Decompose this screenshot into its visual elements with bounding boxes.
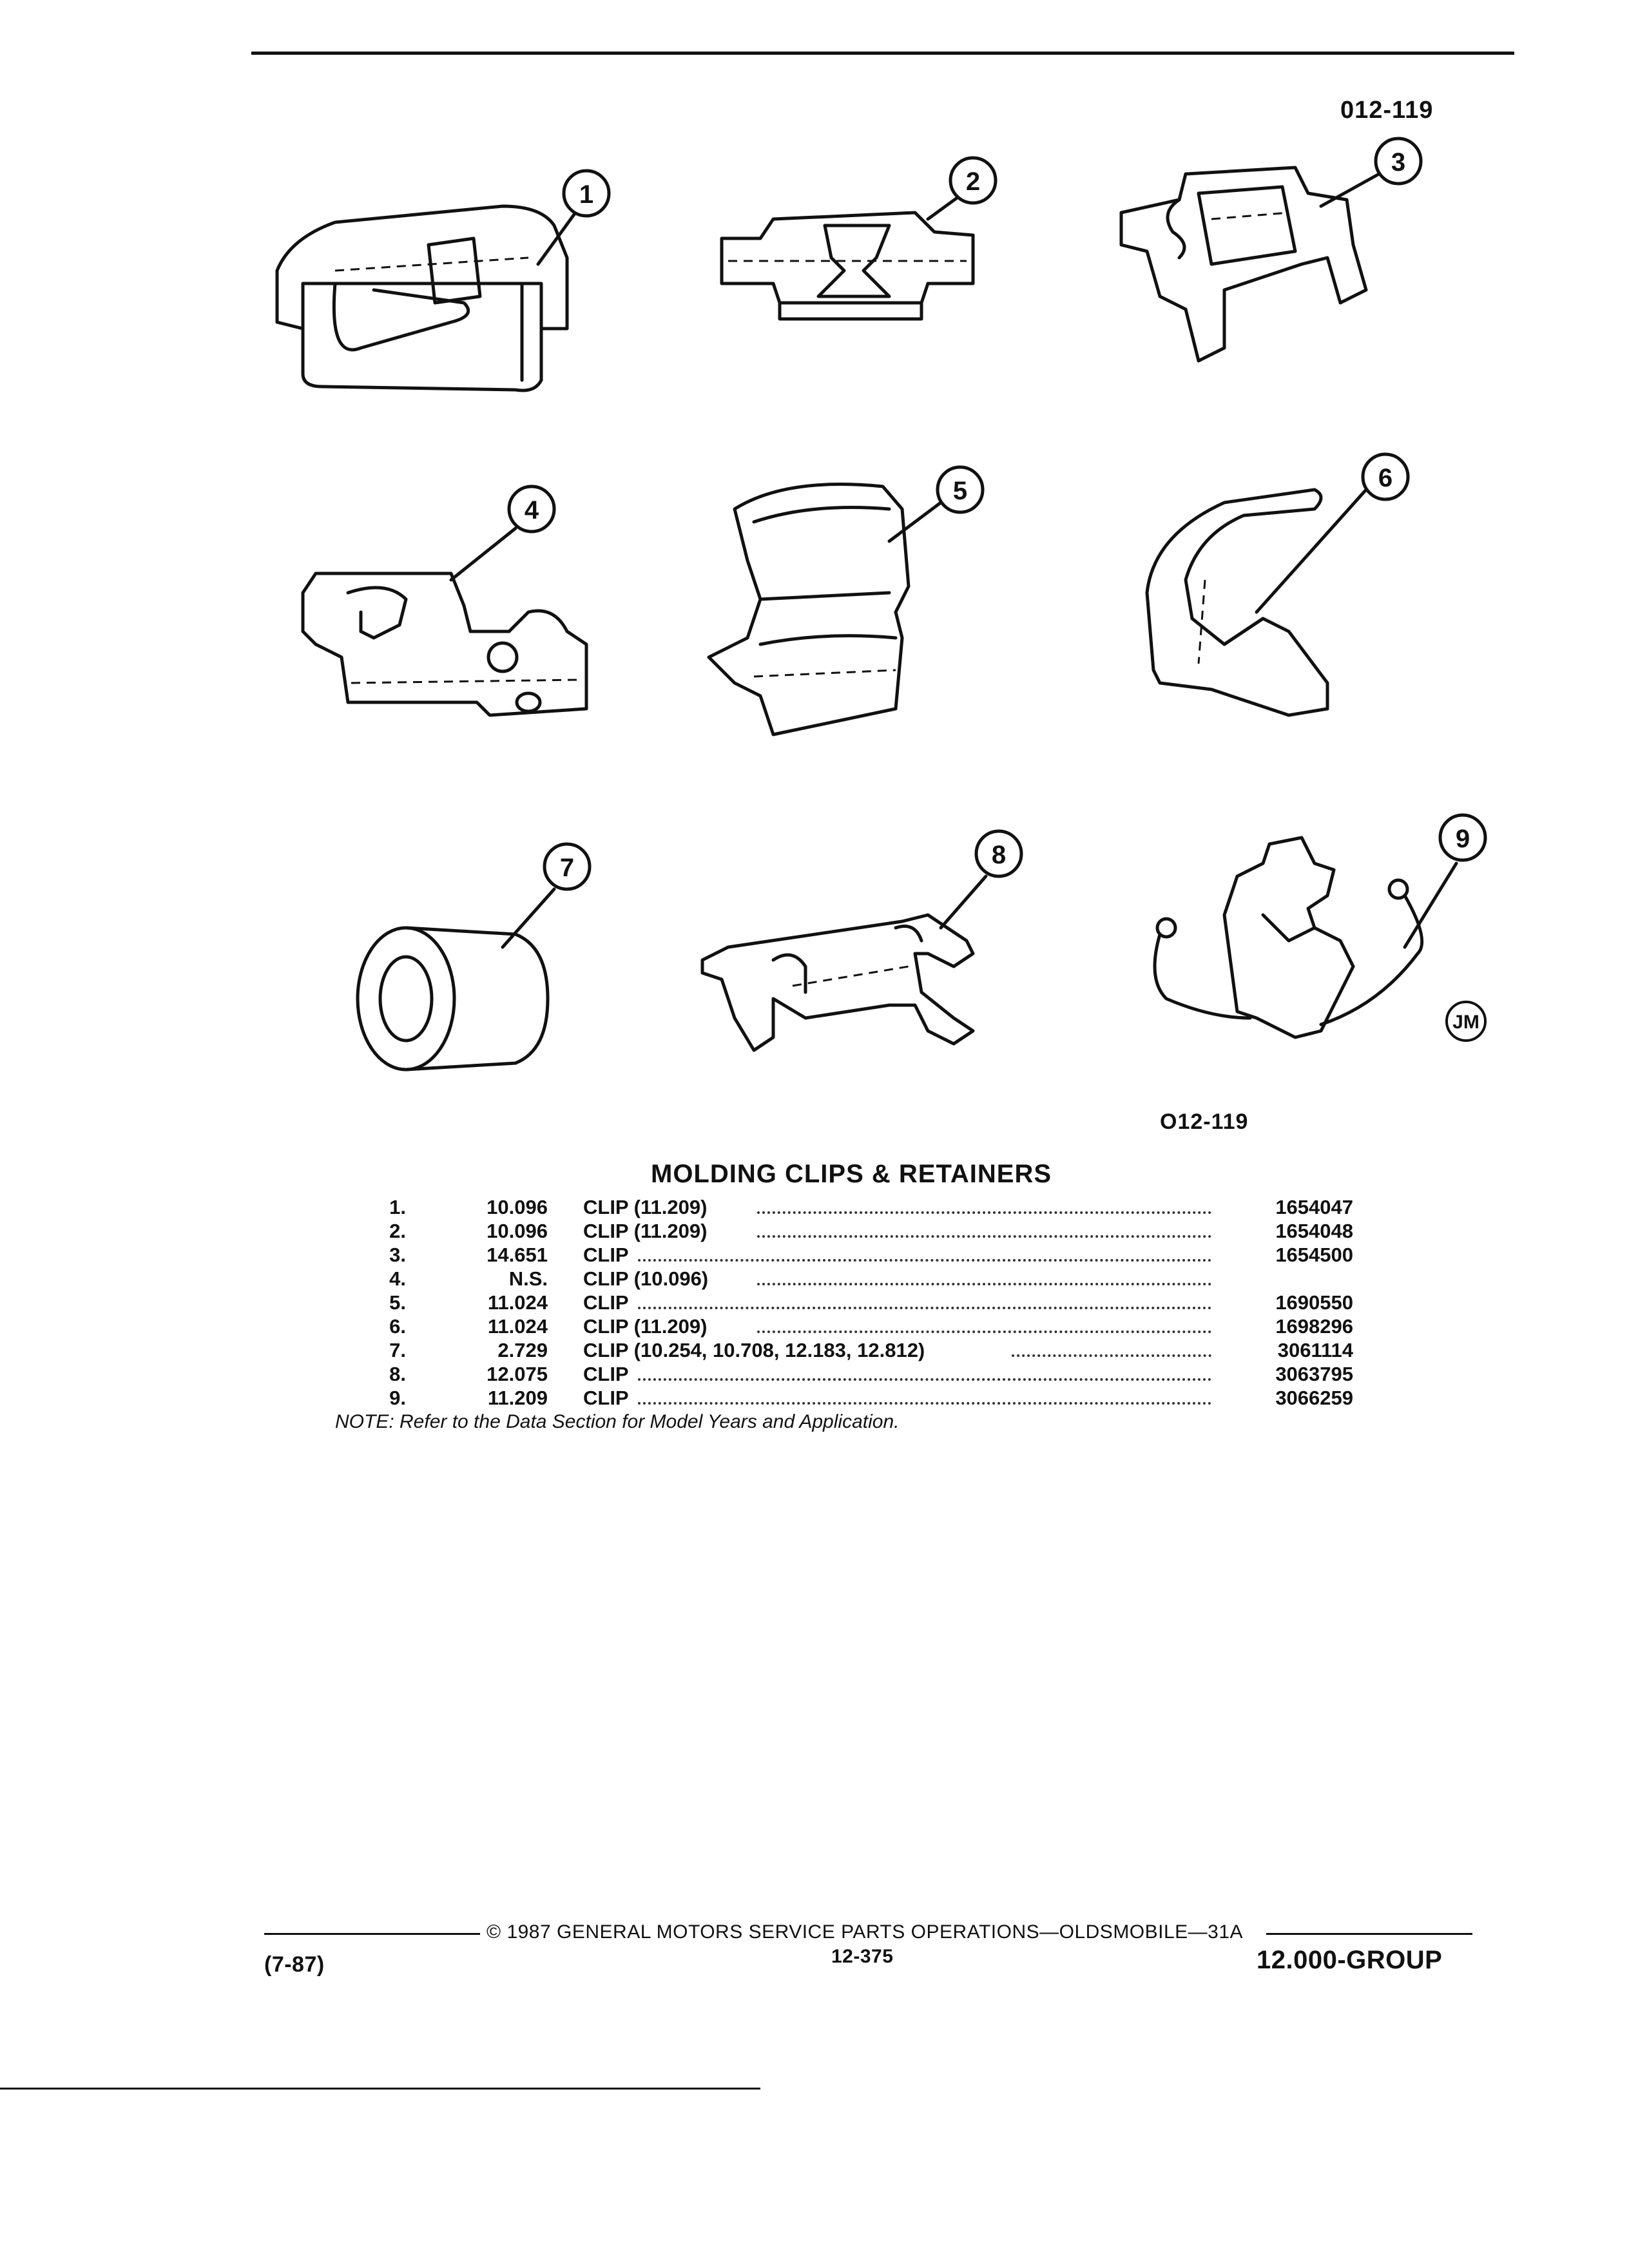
part-number: 1654047 — [1275, 1196, 1353, 1218]
part-number: 1698296 — [1275, 1315, 1353, 1338]
note-text: NOTE: Refer to the Data Section for Mode… — [335, 1411, 900, 1432]
svg-text:3: 3 — [1391, 148, 1405, 177]
part-description: CLIP (11.209) — [583, 1315, 708, 1338]
clip-4-drawing — [301, 572, 588, 717]
callout-9: 9 — [1438, 813, 1487, 862]
item-number: 8. — [389, 1363, 406, 1385]
parts-row: 2. 10.096 CLIP (11.209) 1654048 — [361, 1220, 1353, 1244]
callout-1: 1 — [562, 169, 611, 218]
bottom-scan-line — [0, 2088, 760, 2090]
callout-5: 5 — [936, 465, 985, 514]
clip-8-drawing — [700, 913, 975, 1052]
group-number: 11.024 — [487, 1291, 548, 1314]
group-number: 10.096 — [487, 1196, 548, 1218]
leader-dots — [757, 1196, 1211, 1214]
item-number: 3. — [389, 1244, 406, 1266]
footer-date: (7-87) — [264, 1952, 325, 1977]
clip-3-drawing — [1119, 166, 1368, 363]
svg-text:7: 7 — [560, 854, 574, 882]
group-number: N.S. — [508, 1267, 548, 1290]
part-number: 3063795 — [1275, 1363, 1353, 1385]
part-number: 3066259 — [1275, 1387, 1353, 1409]
item-number: 2. — [389, 1220, 406, 1242]
svg-text:6: 6 — [1378, 464, 1393, 492]
group-number: 14.651 — [487, 1244, 548, 1266]
footer-copyright: © 1987 GENERAL MOTORS SERVICE PARTS OPER… — [487, 1921, 1244, 1943]
callout-3: 3 — [1374, 137, 1423, 186]
callout-6: 6 — [1361, 452, 1410, 501]
clip-2-drawing — [720, 211, 975, 321]
footer-rule-right — [1266, 1933, 1472, 1935]
group-number: 2.729 — [497, 1339, 548, 1361]
parts-row: 9. 11.209 CLIP 3066259 — [361, 1387, 1353, 1411]
part-description: CLIP (10.096) — [583, 1267, 709, 1290]
leader-dots — [757, 1220, 1211, 1238]
part-description: CLIP — [583, 1387, 629, 1409]
footer-page-number: 12-375 — [831, 1946, 894, 1967]
leader-dots — [638, 1363, 1211, 1381]
clip-illustrations: 1 2 3 4 5 6 7 8 9 JM — [275, 137, 1487, 1072]
part-description: CLIP — [583, 1363, 629, 1385]
clip-5-drawing — [707, 483, 911, 736]
parts-row: 6. 11.024 CLIP (11.209) 1698296 — [361, 1315, 1353, 1340]
group-number: 11.024 — [487, 1315, 548, 1338]
artist-mark: JM — [1445, 1001, 1487, 1042]
leader-dots — [757, 1267, 1211, 1285]
group-number: 11.209 — [487, 1387, 548, 1409]
svg-text:1: 1 — [579, 180, 593, 209]
figure-code-top: 012-119 — [1340, 97, 1434, 124]
svg-text:8: 8 — [992, 841, 1006, 869]
group-number: 12.075 — [487, 1363, 548, 1385]
callout-7: 7 — [543, 842, 592, 891]
leader-dots — [757, 1315, 1211, 1333]
footer-group: 12.000-GROUP — [1257, 1946, 1443, 1974]
clip-9-drawing — [1153, 836, 1424, 1039]
clip-7-drawing — [356, 926, 550, 1072]
item-number: 1. — [389, 1196, 406, 1218]
svg-text:9: 9 — [1456, 825, 1470, 853]
top-rule — [251, 52, 1514, 55]
part-number: 1654048 — [1275, 1220, 1353, 1242]
item-number: 5. — [389, 1291, 406, 1314]
svg-text:4: 4 — [525, 496, 539, 524]
part-description: CLIP (11.209) — [583, 1220, 708, 1242]
svg-text:5: 5 — [953, 477, 967, 505]
clip-6-drawing — [1145, 488, 1329, 717]
parts-row: 8. 12.075 CLIP 3063795 — [361, 1363, 1353, 1387]
item-number: 4. — [389, 1267, 406, 1290]
item-number: 6. — [389, 1315, 406, 1338]
clip-1-drawing — [275, 204, 569, 392]
group-number: 10.096 — [487, 1220, 548, 1242]
leader-dots — [1012, 1339, 1211, 1357]
parts-row: 7. 2.729 CLIP (10.254, 10.708, 12.183, 1… — [361, 1339, 1353, 1363]
part-number: 3061114 — [1277, 1339, 1353, 1361]
leader-dots — [638, 1291, 1211, 1309]
parts-row: 4. N.S. CLIP (10.096) — [361, 1267, 1353, 1292]
leader-dots — [638, 1387, 1211, 1405]
part-number: 1654500 — [1275, 1244, 1353, 1266]
footer-rule-left — [264, 1933, 480, 1935]
part-description: CLIP (10.254, 10.708, 12.183, 12.812) — [583, 1339, 925, 1361]
parts-row: 3. 14.651 CLIP 1654500 — [361, 1244, 1353, 1268]
callout-leaders — [449, 172, 1458, 949]
part-description: CLIP — [583, 1244, 629, 1266]
part-description: CLIP (11.209) — [583, 1196, 708, 1218]
callout-8: 8 — [974, 829, 1023, 878]
svg-text:JM: JM — [1452, 1012, 1480, 1033]
parts-row: 5. 11.024 CLIP 1690550 — [361, 1291, 1353, 1316]
part-description: CLIP — [583, 1291, 629, 1314]
section-title: MOLDING CLIPS & RETAINERS — [651, 1160, 1052, 1188]
item-number: 7. — [389, 1339, 406, 1361]
figure-code-bottom: O12-119 — [1160, 1110, 1249, 1134]
callout-2: 2 — [949, 156, 998, 205]
leader-dots — [638, 1244, 1211, 1262]
callout-4: 4 — [507, 485, 556, 533]
svg-text:2: 2 — [966, 168, 980, 196]
parts-row: 1. 10.096 CLIP (11.209) 1654047 — [361, 1196, 1353, 1220]
part-number: 1690550 — [1275, 1291, 1353, 1314]
item-number: 9. — [389, 1387, 406, 1409]
